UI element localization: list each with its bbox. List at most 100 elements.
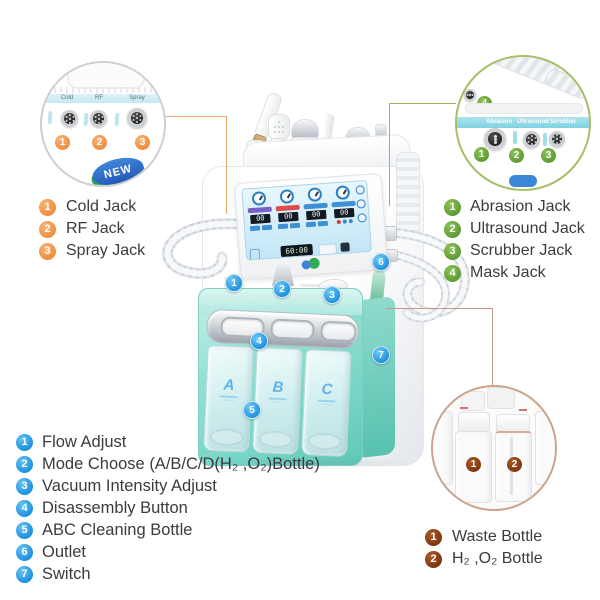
legend-item-rf-jack: 2 RF Jack <box>39 218 145 240</box>
machine-top-edge <box>67 63 145 89</box>
connector-line-brown-vertical <box>492 308 493 386</box>
callout-front-jacks: Cold RF Spray 1 2 3 NEW <box>40 61 166 187</box>
value-display: 00 <box>278 211 299 223</box>
jack-label-rf: RF <box>95 95 103 101</box>
legend-item-disassembly-button: 4 Disassembly Button <box>16 497 320 519</box>
legend-item-scrubber-jack: 3 Scrubber Jack <box>444 240 585 262</box>
legend-badge: 3 <box>444 242 461 260</box>
value-display: 00 <box>305 209 327 221</box>
legend-controls: 1 Flow Adjust 2 Mode Choose (A/B/C/D(H₂ … <box>16 431 320 585</box>
rf-jack <box>90 110 107 127</box>
handle-slot <box>320 320 357 343</box>
right-hose-short <box>387 249 451 323</box>
jack-label-scrubber: Scrubber <box>549 119 577 125</box>
legend-item-outlet: 6 Outlet <box>16 541 320 563</box>
gauge-icon <box>307 187 323 203</box>
drip-decal <box>114 112 120 127</box>
legend-item-waste-bottle: 1 Waste Bottle <box>425 526 543 548</box>
legend-label: Switch <box>42 564 91 583</box>
connector-line-green-horizontal <box>389 103 456 104</box>
legend-side-jacks: 1 Abrasion Jack 2 Ultrasound Jack 3 Scru… <box>444 196 585 284</box>
jack-label-stripe: Cold RF Spray <box>42 94 164 103</box>
legend-label: Flow Adjust <box>42 432 127 451</box>
bottle-caption-line <box>222 399 234 402</box>
gauge-icon <box>335 185 351 201</box>
legend-badge: 2 <box>39 220 56 238</box>
side-bottle <box>433 411 453 485</box>
legend-item-switch: 7 Switch <box>16 563 320 585</box>
value-display: 00 <box>333 207 355 219</box>
marker-vacuum-adjust: 3 <box>323 286 341 304</box>
bottle-cap-back <box>487 387 515 409</box>
mode-bar-blue <box>303 202 328 210</box>
machine-blue-detail <box>509 175 537 187</box>
mask-jack <box>464 89 476 101</box>
drip-decal <box>513 131 517 144</box>
screen-buttons <box>304 220 330 228</box>
legend-badge: 6 <box>16 543 33 561</box>
legend-bottles: 1 Waste Bottle 2 H₂ ,O₂ Bottle <box>425 526 543 570</box>
legend-item-cold-jack: 1 Cold Jack <box>39 196 145 218</box>
legend-label: Vacuum Intensity Adjust <box>42 476 217 495</box>
marker-switch: 7 <box>372 346 390 364</box>
indicator-dots <box>332 219 358 225</box>
jack-label-spray: Spray <box>129 95 145 101</box>
scrubber-jack <box>549 131 565 147</box>
bottle-label-mark <box>519 409 527 411</box>
handle-slot <box>270 318 315 341</box>
legend-item-h2o2-bottle: 2 H₂ ,O₂ Bottle <box>425 548 543 570</box>
ultrasound-jack <box>523 131 540 148</box>
bottle-caption-line <box>317 399 336 403</box>
screen-corner-icon <box>249 248 261 261</box>
legend-badge: 2 <box>425 550 442 568</box>
screen-side-gauges <box>354 185 368 228</box>
mode-bar-blue <box>331 200 356 208</box>
callout-badge-3: 3 <box>135 135 150 150</box>
callout-badge-3: 3 <box>541 148 556 163</box>
legend-label: Waste Bottle <box>452 528 543 545</box>
jack-label-abrasion: Abrasion <box>485 119 513 125</box>
jack-label-stripe: Abrasion Ultrasound Scrubber <box>457 117 589 128</box>
screen-buttons <box>248 224 274 232</box>
gauge-icon <box>355 185 365 195</box>
bottle-letter: A <box>223 376 235 395</box>
vent-ticks <box>48 87 158 93</box>
jack-pins <box>136 117 138 119</box>
legend-label: Ultrasound Jack <box>470 220 585 237</box>
callout-side-jacks: 4 Abrasion Ultrasound Scrubber 1 2 3 <box>455 55 591 191</box>
legend-badge: 2 <box>16 455 33 473</box>
gauge-icon <box>356 199 366 209</box>
drip-decal <box>83 112 89 127</box>
connector-line-orange-horizontal <box>163 116 227 117</box>
legend-label: ABC Cleaning Bottle <box>42 520 193 539</box>
marker-mode-choose: 2 <box>273 280 291 298</box>
timer-display: 60:00 <box>280 243 314 258</box>
hose-holder-column <box>396 152 420 238</box>
connector-line-orange-vertical <box>226 116 227 214</box>
legend-label: Abrasion Jack <box>470 198 571 215</box>
marker-outlet: 6 <box>372 253 390 271</box>
legend-label: Mask Jack <box>470 264 546 281</box>
screen-button-light <box>318 243 338 256</box>
spray-jack <box>127 108 147 128</box>
callout-bottles: 1 2 <box>431 385 557 511</box>
brand-logo <box>301 257 324 271</box>
connector-line-brown-horizontal <box>386 308 493 309</box>
drip-decal <box>47 110 53 125</box>
bottle-caption-line <box>268 397 287 401</box>
connector-line-green-vertical <box>389 103 390 206</box>
legend-label: Spray Jack <box>66 242 146 259</box>
callout-badge-1: 1 <box>474 147 489 162</box>
bottle-label-mark <box>460 407 468 409</box>
callout-badge-1: 1 <box>55 135 70 150</box>
bottle-letter: C <box>321 380 333 399</box>
machine-groove <box>465 103 583 114</box>
screen-column-2: 00 <box>273 189 302 230</box>
touchscreen: 00 00 00 00 <box>241 179 372 261</box>
legend-badge: 1 <box>39 198 56 216</box>
mode-bar-red <box>275 204 300 212</box>
legend-badge: 5 <box>16 521 33 539</box>
bottle-caption-line <box>271 401 283 404</box>
